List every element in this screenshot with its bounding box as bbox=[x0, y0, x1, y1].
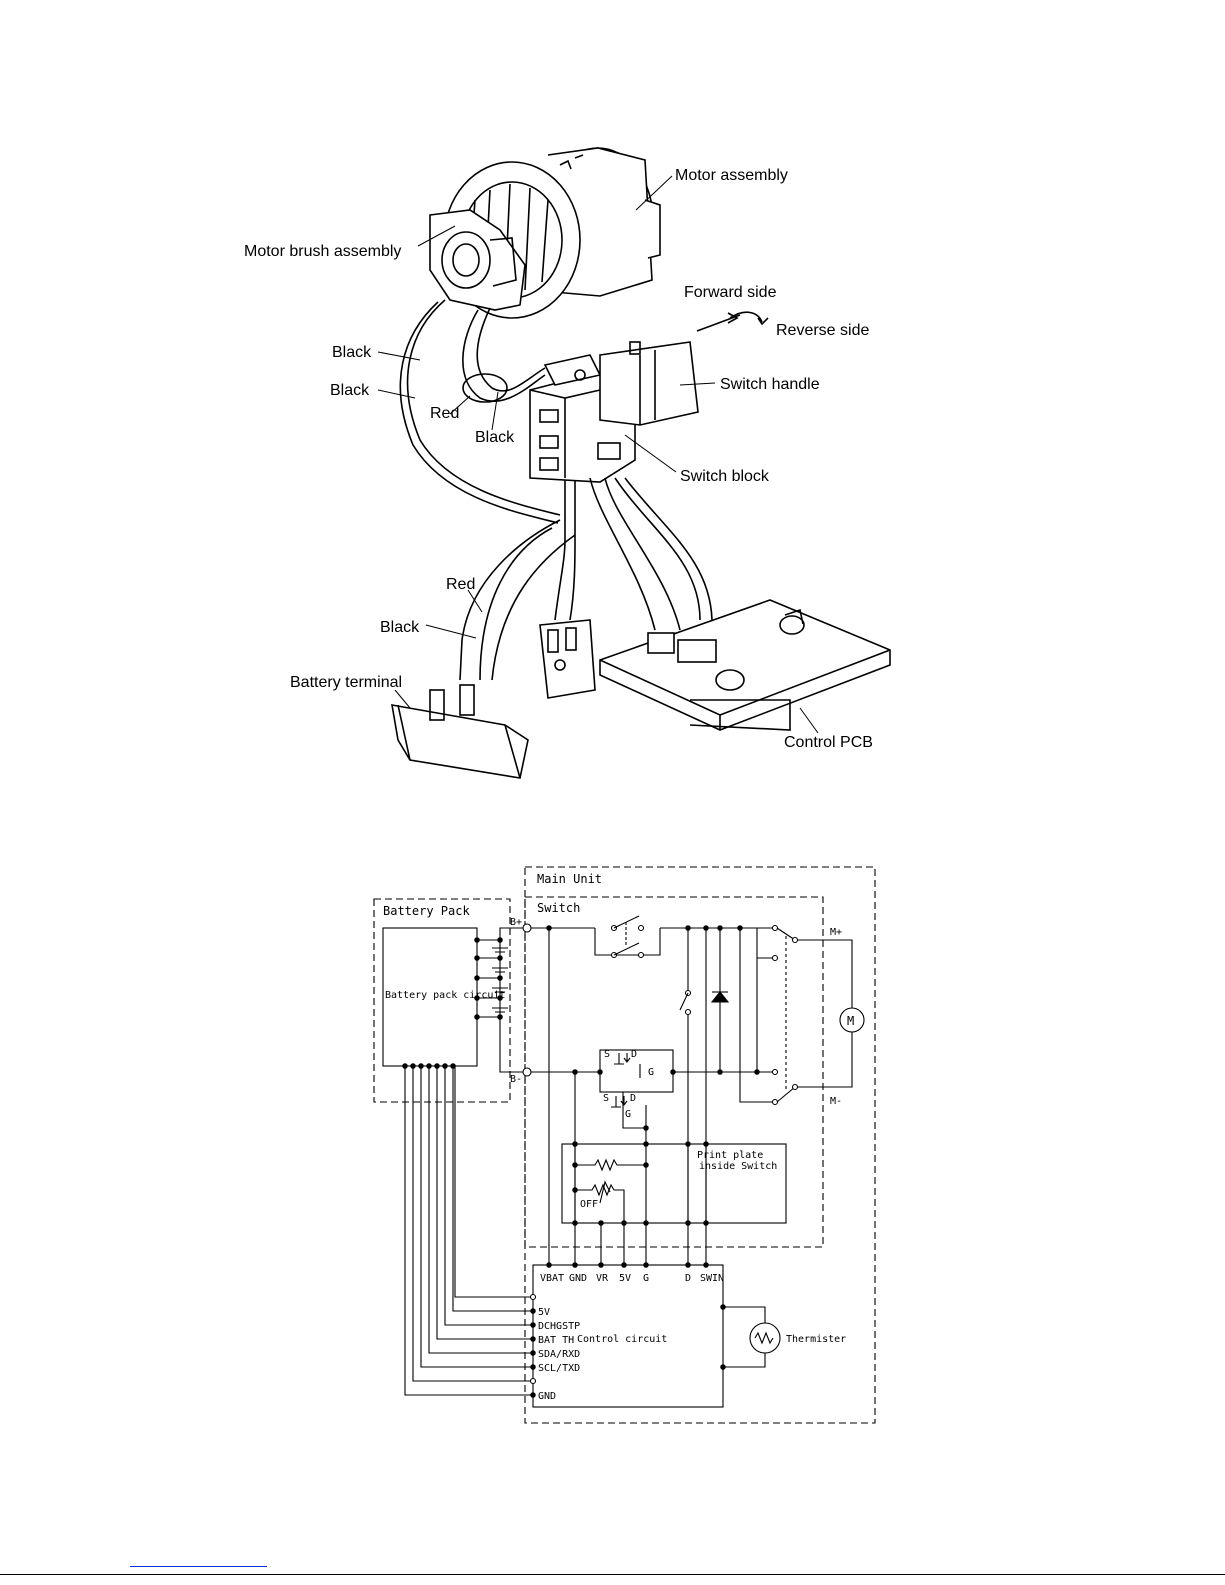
pin-vr: VR bbox=[596, 1273, 609, 1284]
label-motor-assembly: Motor assembly bbox=[675, 167, 788, 184]
motor-brush-assembly-drawing bbox=[429, 209, 526, 311]
label-black-2: Black bbox=[330, 382, 370, 399]
b-minus-label: B- bbox=[510, 1074, 522, 1085]
direction-arrow bbox=[696, 311, 769, 332]
label-red-1: Red bbox=[430, 405, 459, 422]
main-unit-label: Main Unit bbox=[537, 872, 602, 886]
battery-pack-box bbox=[373, 898, 511, 1103]
switch-box bbox=[524, 896, 824, 1248]
label-switch-handle: Switch handle bbox=[720, 376, 820, 393]
control-top-pins: VBAT GND VR 5V G D SWIN bbox=[540, 1273, 724, 1284]
control-pcb-drawing bbox=[599, 599, 891, 731]
label-black-4: Black bbox=[380, 619, 420, 636]
switch-cables bbox=[554, 477, 713, 631]
pin-vbat: VBAT bbox=[540, 1273, 564, 1284]
pin-left-gnd: GND bbox=[538, 1391, 556, 1402]
motor-assembly-drawing bbox=[443, 147, 661, 319]
pin-left-bat-th: BAT TH bbox=[538, 1335, 574, 1346]
pin-swin: SWIN bbox=[700, 1273, 724, 1284]
m-minus-label: M- bbox=[830, 1096, 842, 1107]
label-motor-brush-assembly: Motor brush assembly bbox=[244, 243, 401, 260]
pin-d: D bbox=[685, 1273, 691, 1284]
label-red-2: Red bbox=[446, 576, 475, 593]
pin-left-sda-rxd: SDA/RXD bbox=[538, 1349, 580, 1360]
battery-cells bbox=[474, 937, 508, 1020]
m-plus-label: M+ bbox=[830, 927, 842, 938]
control-circuit-label: Control circuit bbox=[577, 1334, 667, 1345]
red-black-loop bbox=[462, 307, 546, 403]
footer-rule bbox=[0, 1574, 1225, 1575]
pin-5v: 5V bbox=[619, 1273, 631, 1284]
battery-wires bbox=[459, 519, 576, 681]
assembly-diagram bbox=[377, 147, 891, 779]
fet2-d: D bbox=[630, 1093, 636, 1104]
print-plate-line2: inside Switch bbox=[699, 1161, 777, 1172]
footer-link-underline[interactable] bbox=[130, 1566, 267, 1567]
b-plus-label: B+ bbox=[510, 917, 522, 928]
pin-g: G bbox=[643, 1273, 649, 1284]
motor-letter: M bbox=[847, 1014, 854, 1028]
label-switch-block: Switch block bbox=[680, 468, 770, 485]
fet1-d: D bbox=[631, 1049, 637, 1060]
motor-symbol bbox=[839, 1007, 865, 1033]
pin-left-scl-txd: SCL/TXD bbox=[538, 1363, 580, 1374]
battery-terminal-drawing bbox=[391, 684, 529, 779]
fet2-s: S bbox=[603, 1093, 609, 1104]
battery-pack-circuit-label: Battery pack circuit bbox=[385, 990, 505, 1001]
wiring-schematic bbox=[373, 866, 876, 1424]
switch-connector-drawing bbox=[539, 619, 596, 699]
switch-label: Switch bbox=[537, 901, 580, 915]
off-label: OFF bbox=[580, 1199, 598, 1210]
label-reverse-side: Reverse side bbox=[776, 322, 869, 339]
control-circuit-box bbox=[532, 1264, 724, 1408]
print-plate-line1: Print plate bbox=[697, 1150, 763, 1161]
leader-lines bbox=[377, 175, 819, 734]
label-battery-terminal: Battery terminal bbox=[290, 674, 402, 691]
fet1-s: S bbox=[604, 1049, 610, 1060]
fet2-g: G bbox=[625, 1109, 631, 1120]
fet1-g: G bbox=[648, 1067, 654, 1078]
switch-handle-drawing bbox=[599, 341, 699, 426]
pin-gnd: GND bbox=[569, 1273, 587, 1284]
pin-left-dchgstp: DCHGSTP bbox=[538, 1321, 580, 1332]
pin-left-5v: 5V bbox=[538, 1307, 550, 1318]
control-left-pins: 5V DCHGSTP BAT TH SDA/RXD SCL/TXD GND bbox=[538, 1307, 580, 1402]
battery-pack-label: Battery Pack bbox=[383, 904, 470, 918]
black-wire-pair bbox=[399, 299, 561, 524]
label-black-3: Black bbox=[475, 429, 515, 446]
label-forward-side: Forward side bbox=[684, 284, 777, 301]
thermister-label: Thermister bbox=[786, 1334, 846, 1345]
label-control-pcb: Control PCB bbox=[784, 734, 873, 751]
label-black-1: Black bbox=[332, 344, 372, 361]
